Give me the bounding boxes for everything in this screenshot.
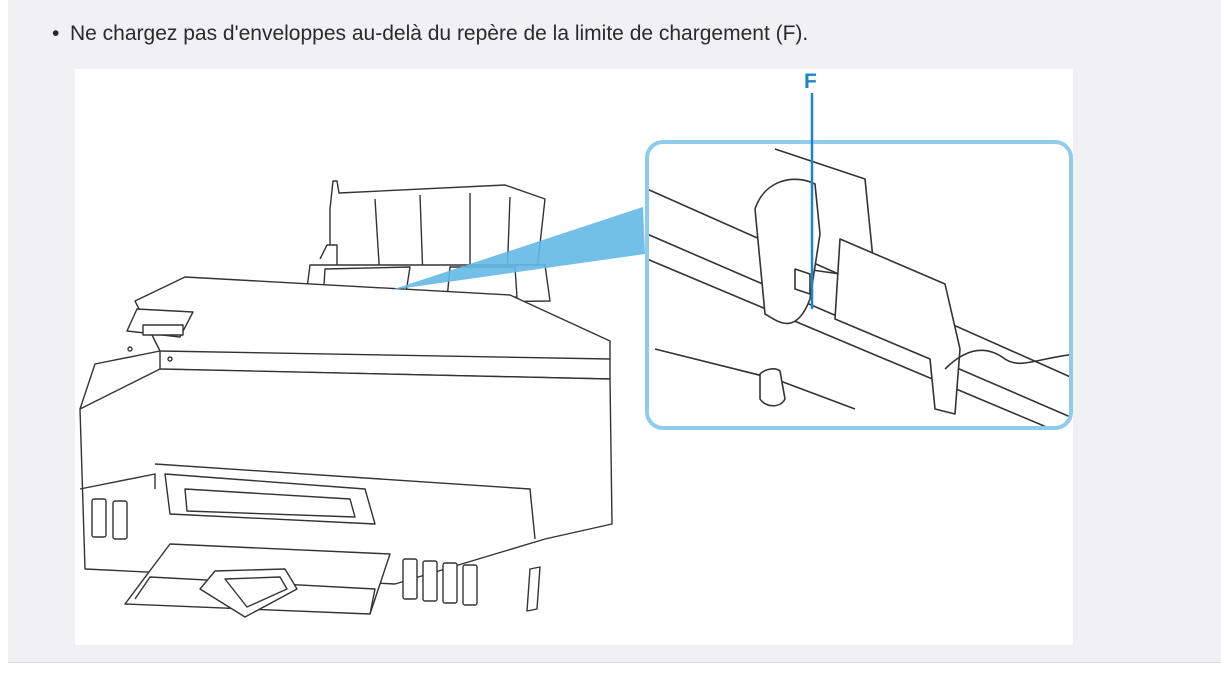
bullet-dot: • (52, 22, 60, 45)
printer-illustration: F (75, 69, 1073, 645)
bullet-text: Ne chargez pas d'enveloppes au-delà du r… (70, 22, 809, 45)
printer-drawing (79, 93, 1073, 618)
bullet-item: • Ne chargez pas d'enveloppes au-delà du … (52, 20, 808, 48)
callout-label-f: F (804, 70, 817, 93)
